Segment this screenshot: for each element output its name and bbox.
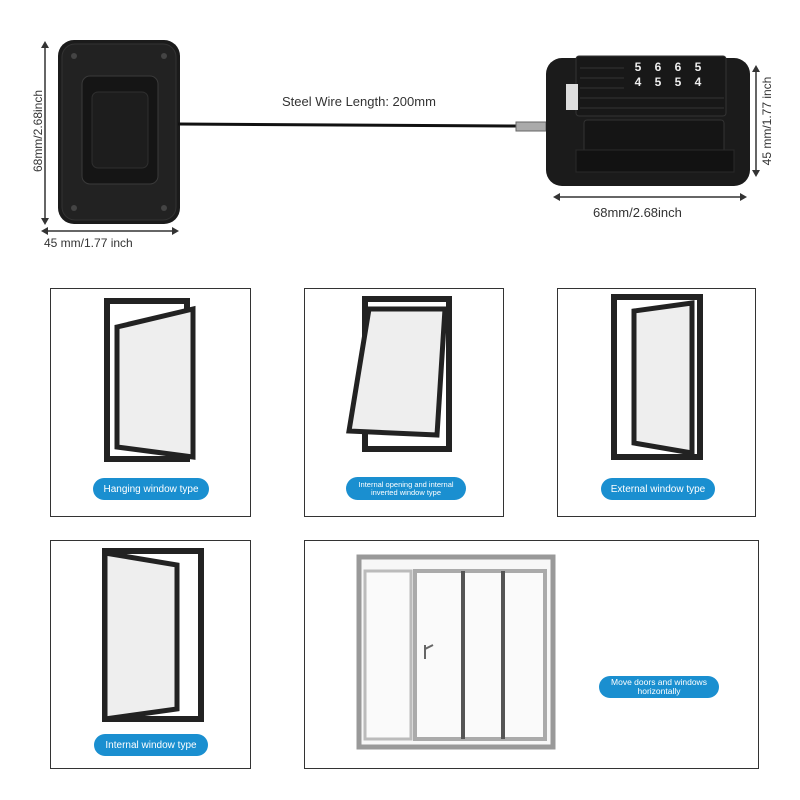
dial-1-bottom[interactable]: 4 [634,75,642,89]
internal-opening-window-illustration [346,296,452,452]
right-lock-body [546,55,750,186]
label-internal-opening-window: Internal opening and internal inverted w… [346,477,466,500]
right-height-arrow [752,65,760,177]
right-height-label: 45 mm/1.77 inch [760,76,774,166]
panel-sliding-window: Move doors and windows horizontally [304,540,759,769]
dial-4-bottom[interactable]: 4 [694,75,702,89]
sliding-window-illustration [356,554,556,750]
dial-2-bottom[interactable]: 5 [654,75,662,89]
panel-external-window: External window type [557,288,756,517]
dial-1-top[interactable]: 5 [634,60,642,74]
panel-hanging-window: Hanging window type [50,288,251,517]
left-width-arrow [41,227,179,235]
internal-window-illustration [102,548,204,722]
external-window-illustration [611,294,703,460]
left-height-label: 68mm/2.68inch [31,89,45,173]
dial-3-bottom[interactable]: 5 [674,75,682,89]
panel-internal-opening-window: Internal opening and internal inverted w… [304,288,504,517]
label-internal-window: Internal window type [94,734,208,756]
label-hanging-window: Hanging window type [93,478,209,500]
dial-2-top[interactable]: 6 [654,60,662,74]
dial-4-top[interactable]: 5 [694,60,702,74]
panel-internal-window: Internal window type [50,540,251,769]
dial-3-top[interactable]: 6 [674,60,682,74]
right-width-label: 68mm/2.68inch [593,205,682,220]
combination-dials[interactable]: 5 6 6 5 4 5 5 4 [628,60,708,90]
hanging-window-illustration [104,298,196,462]
steel-wire [178,121,548,132]
left-lock-plate [58,40,180,224]
right-width-arrow [553,193,747,201]
wire-length-label: Steel Wire Length: 200mm [282,94,436,109]
label-sliding-window: Move doors and windows horizontally [599,676,719,698]
left-height-arrow [41,41,49,225]
left-width-label: 45 mm/1.77 inch [44,236,133,250]
label-external-window: External window type [601,478,715,500]
